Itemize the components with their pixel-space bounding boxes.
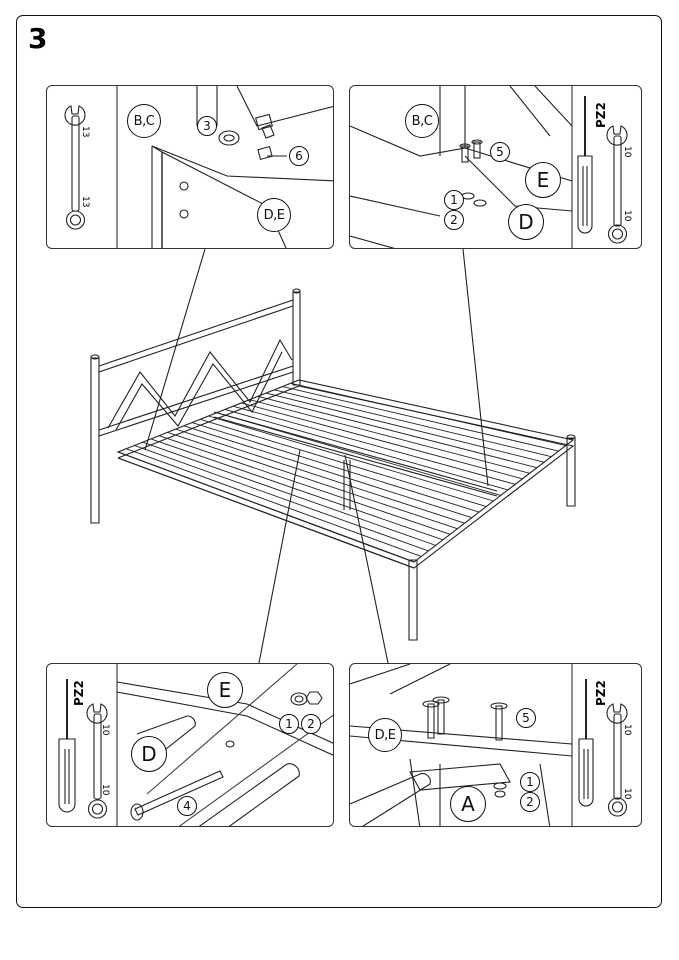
bed-slat [167, 431, 458, 530]
bed-slat [191, 422, 480, 513]
detail-panel-bottom-right: D,E 5 1 2 A PZ2 10 10 [349, 663, 642, 827]
callout-part-5: 5 [490, 142, 510, 162]
screwdriver-label: PZ2 [594, 680, 608, 706]
wrench-10-icon [606, 125, 628, 244]
screwdriver-icon [578, 679, 594, 807]
wrench-10-icon [86, 703, 108, 819]
bed-slat [200, 418, 487, 507]
callout-bc: B,C [127, 104, 161, 138]
bed-slat [257, 395, 537, 469]
callout-part-4: 4 [177, 796, 197, 816]
wrench-size-label: 13 [80, 126, 90, 138]
callout-de: D,E [257, 198, 291, 232]
callout-bc: B,C [405, 104, 439, 138]
wrench-10-icon [606, 703, 628, 817]
bed-slat [224, 409, 509, 491]
bolt-icon [130, 770, 224, 821]
callout-part-3: 3 [197, 116, 217, 136]
callout-part-1: 1 [279, 714, 299, 734]
callout-part-5: 5 [516, 708, 536, 728]
wrench-size-label: 10 [622, 724, 632, 736]
wrench-13-icon [64, 105, 86, 230]
bed-slat [282, 386, 559, 452]
callout-a: A [450, 786, 486, 822]
callout-e: E [207, 672, 243, 708]
callout-part-1: 1 [444, 190, 464, 210]
wrench-size-label: 10 [622, 788, 632, 800]
callout-part-2: 2 [520, 792, 540, 812]
screwdriver-icon [58, 679, 76, 813]
bed-slat [208, 415, 494, 502]
callout-d: D [131, 736, 167, 772]
callout-de: D,E [368, 718, 402, 752]
bed-slat [265, 392, 545, 463]
bolt-icon [218, 113, 275, 161]
bed-slat [216, 412, 501, 496]
bed-slat [249, 399, 530, 474]
bed-slat [241, 402, 523, 480]
bed-slat [183, 425, 472, 519]
bed-slat [175, 428, 465, 524]
screwdriver-icon [577, 96, 593, 234]
callout-part-1: 1 [520, 772, 540, 792]
detail-panel-top-right: B,C 5 E 1 2 D PZ2 10 10 [349, 85, 642, 249]
bed-slat [126, 448, 422, 557]
callout-d: D [508, 204, 544, 240]
screw-icon [459, 139, 483, 163]
step-number: 3 [28, 22, 48, 55]
bed-slat [233, 405, 516, 485]
callout-part-2: 2 [301, 714, 321, 734]
wrench-size-label: 10 [622, 146, 632, 158]
wrench-size-label: 13 [80, 196, 90, 208]
wrench-size-label: 10 [622, 210, 632, 222]
callout-part-6: 6 [289, 146, 309, 166]
page-frame [16, 15, 662, 908]
bed-slat [290, 382, 566, 446]
wrench-size-label: 10 [100, 784, 110, 796]
screwdriver-label: PZ2 [594, 102, 608, 128]
bed-slat [274, 389, 552, 458]
detail-panel-top-left: 13 13 B,C 3 6 D,E [46, 85, 334, 249]
bed-slat [158, 435, 451, 535]
wrench-size-label: 10 [100, 724, 110, 736]
callout-part-2: 2 [444, 210, 464, 230]
bed-slat [142, 441, 436, 546]
detail-panel-bottom-left: PZ2 10 10 E 1 2 D 4 [46, 663, 334, 827]
callout-e: E [525, 162, 561, 198]
bed-slat [150, 438, 444, 541]
bed-slat [134, 445, 429, 552]
screwdriver-label: PZ2 [72, 680, 86, 706]
screw-icon [422, 696, 508, 741]
